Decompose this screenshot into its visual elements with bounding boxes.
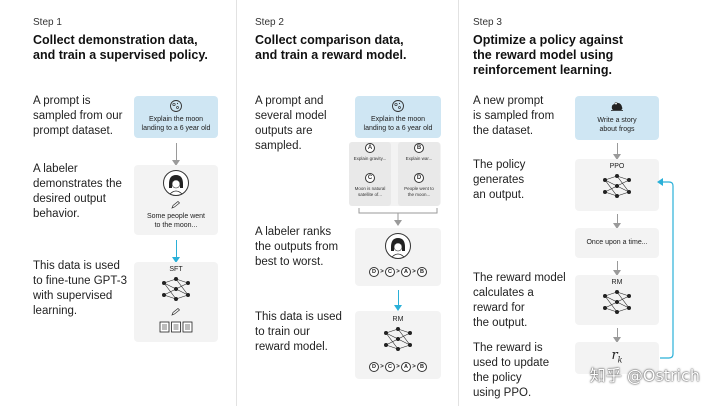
step3-label: Step 3	[473, 17, 502, 28]
step2-merge-bracket	[358, 208, 438, 226]
sft-label: SFT	[169, 266, 183, 273]
reward-symbol: rk	[575, 348, 659, 365]
output-card-d: D People went to the moon...	[398, 172, 440, 206]
output-card-c: C Moon is natural satellite of...	[349, 172, 391, 206]
rank-sep: >	[380, 364, 384, 370]
step2-title: Collect comparison data, and train a rew…	[255, 33, 407, 62]
output-d-letter: D	[414, 173, 424, 183]
step1-title: Collect demonstration data, and train a …	[33, 33, 208, 62]
step3-rm-box: RM	[575, 275, 659, 325]
neural-network-icon	[603, 290, 631, 314]
step3-reward-box: rk	[575, 342, 659, 374]
neural-network-icon	[384, 327, 412, 351]
ranking-row-2: D>C>A>B	[369, 362, 427, 372]
rank-1: D	[369, 267, 379, 277]
rank-4: B	[417, 362, 427, 372]
step2-prompt-text: Explain the moon landing to a 6 year old	[363, 116, 433, 132]
step3-ppo-box: PPO	[575, 159, 659, 211]
output-b-text: Explain war...	[405, 156, 433, 161]
step1-label: Step 1	[33, 17, 62, 28]
neural-network-icon	[603, 174, 631, 198]
rank-2: C	[385, 267, 395, 277]
step3-desc-4: The reward is used to update the policy …	[473, 342, 550, 399]
documents-icon	[159, 321, 193, 333]
step3-desc-3: The reward model calculates a reward for…	[473, 272, 566, 329]
rank-sep: >	[396, 364, 400, 370]
step2-desc-1: A prompt and several model outputs are s…	[255, 95, 327, 152]
rank-2: C	[385, 362, 395, 372]
step1-prompt-box: Explain the moon landing to a 6 year old	[134, 96, 218, 138]
step3-rm-label: RM	[611, 279, 623, 286]
rm-label: RM	[392, 316, 404, 323]
step3-title: Optimize a policy against the reward mod…	[473, 33, 624, 77]
reward-k: k	[617, 355, 623, 365]
rank-sep: >	[412, 269, 416, 275]
rank-3: A	[401, 267, 411, 277]
feedback-loop-arrow	[657, 178, 674, 359]
output-a-text: Explain gravity...	[353, 156, 387, 161]
pencil-icon	[171, 201, 181, 209]
step3-desc-1: A new prompt is sampled from the dataset…	[473, 95, 555, 137]
step3-column: Step 3 Optimize a policy against the rew…	[458, 0, 720, 406]
step2-rm-box: RM D>C>A>B	[355, 311, 441, 379]
moon-icon	[392, 100, 404, 112]
step2-label: Step 2	[255, 17, 284, 28]
rank-3: A	[401, 362, 411, 372]
rank-sep: >	[412, 364, 416, 370]
step2-desc-3: This data is used to train our reward mo…	[255, 311, 342, 353]
reward-r: r	[611, 348, 618, 363]
output-card-b: B Explain war...	[398, 142, 440, 176]
step3-desc-2: The policy generates an output.	[473, 159, 526, 201]
output-card-a: A Explain gravity...	[349, 142, 391, 176]
step1-desc-2: A labeler demonstrates the desired outpu…	[33, 163, 122, 220]
rank-1: D	[369, 362, 379, 372]
rank-4: B	[417, 267, 427, 277]
frog-icon	[611, 102, 623, 111]
step1-demo-text: Some people went to the moon...	[147, 213, 205, 229]
pencil-icon	[171, 308, 181, 316]
output-b-letter: B	[414, 143, 424, 153]
step1-desc-1: A prompt is sampled from our prompt data…	[33, 95, 123, 137]
step2-desc-2: A labeler ranks the outputs from best to…	[255, 226, 339, 268]
step1-column: Step 1 Collect demonstration data, and t…	[0, 0, 236, 406]
output-c-text: Moon is natural satellite of...	[354, 186, 386, 197]
step1-sft-box: SFT	[134, 262, 218, 342]
ppo-label: PPO	[609, 163, 625, 170]
output-c-letter: C	[365, 173, 375, 183]
neural-network-icon	[162, 277, 190, 301]
step1-prompt-text: Explain the moon landing to a 6 year old	[141, 116, 211, 132]
ranking-row-1: D>C>A>B	[369, 267, 427, 277]
step1-desc-3: This data is used to fine-tune GPT-3 wit…	[33, 260, 127, 317]
output-a-letter: A	[365, 143, 375, 153]
step1-labeler-box: Some people went to the moon...	[134, 165, 218, 235]
step3-output-box: Once upon a time...	[575, 228, 659, 258]
rank-sep: >	[380, 269, 384, 275]
step2-outputs-box: A Explain gravity... B Explain war... C …	[349, 142, 441, 206]
step2-ranking-box: D>C>A>B	[355, 228, 441, 286]
labeler-person-icon	[163, 170, 189, 196]
step3-output-text: Once upon a time...	[586, 239, 648, 246]
labeler-person-icon	[385, 233, 411, 259]
step2-prompt-box: Explain the moon landing to a 6 year old	[355, 96, 441, 138]
rank-sep: >	[396, 269, 400, 275]
step3-prompt-text: Write a story about frogs	[597, 117, 637, 133]
watermark: 知乎 @Ostrich	[589, 366, 700, 385]
output-d-text: People went to the moon...	[404, 186, 434, 197]
step3-prompt-box: Write a story about frogs	[575, 96, 659, 140]
moon-icon	[170, 100, 182, 112]
step2-column: Step 2 Collect comparison data, and trai…	[236, 0, 459, 406]
